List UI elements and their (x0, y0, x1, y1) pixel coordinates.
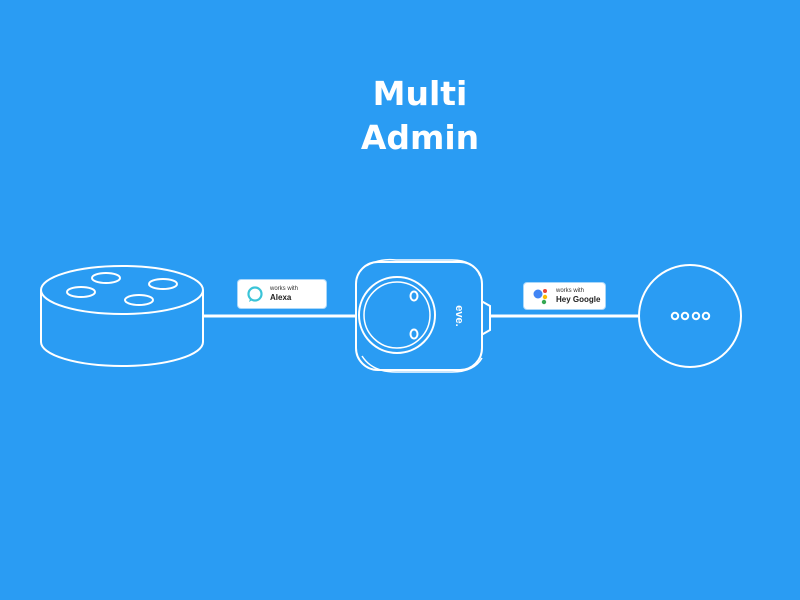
works-with-google-badge: works with Hey Google (524, 283, 605, 309)
alexa-badge-prefix: works with (270, 286, 299, 292)
smart-speaker-puck-icon (40, 265, 204, 367)
smart-speaker-round-icon (638, 264, 742, 368)
google-badge-prefix: works with (556, 288, 585, 294)
smart-plug-icon (355, 258, 491, 373)
works-with-alexa-badge: works with Alexa (238, 280, 326, 308)
alexa-badge-name: Alexa (270, 293, 292, 302)
plug-brand-label: eve. (453, 305, 465, 326)
google-assistant-dots-icon (532, 287, 550, 305)
google-badge-name: Hey Google (556, 295, 601, 304)
alexa-ring-icon (246, 285, 264, 303)
